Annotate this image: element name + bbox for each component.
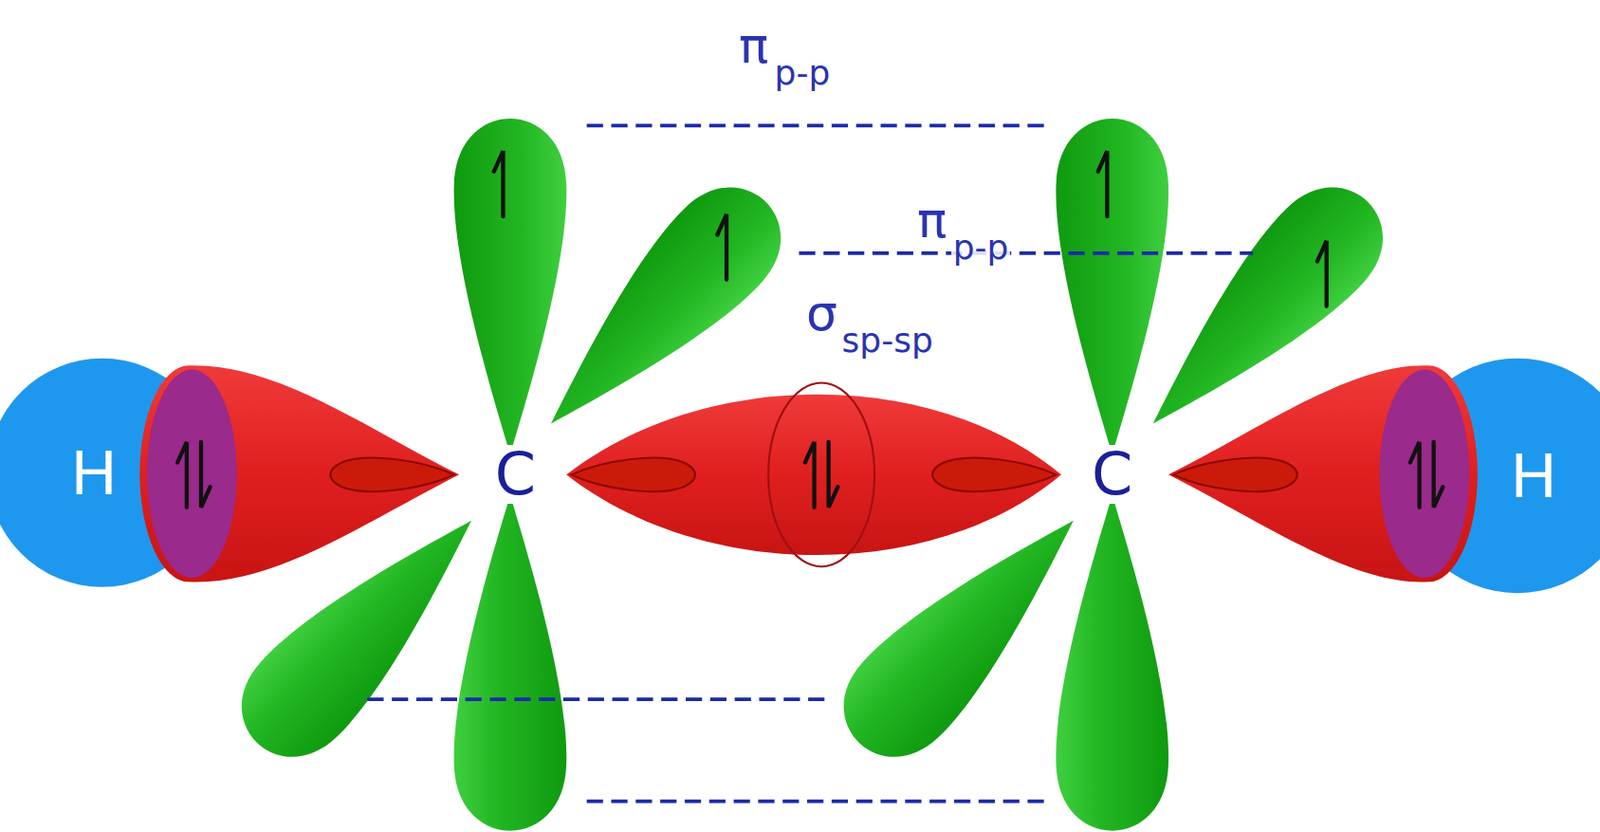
overlap	[1379, 369, 1471, 579]
overlap	[147, 369, 238, 579]
pi-symbol: π	[915, 195, 949, 245]
atom-symbol: C	[1088, 444, 1136, 504]
subscript: p-p	[951, 230, 1012, 265]
hydrogen-atom: H	[1477, 419, 1590, 532]
sp-lobe	[1168, 365, 1478, 582]
hydrogen-atom: H	[37, 416, 150, 529]
sigma-lobe	[566, 394, 1062, 555]
atom-symbol: H	[71, 441, 117, 504]
subscript: p-p	[774, 55, 831, 91]
subscript: sp-sp	[842, 323, 934, 358]
pi-bond-line	[367, 125, 1253, 801]
pi-symbol: π	[738, 20, 769, 71]
atom-symbol: C	[492, 444, 539, 504]
overlap	[768, 383, 875, 568]
atom-symbol: H	[1510, 443, 1557, 507]
sigma-symbol: σ	[806, 288, 838, 338]
sp-lobe	[139, 365, 460, 582]
